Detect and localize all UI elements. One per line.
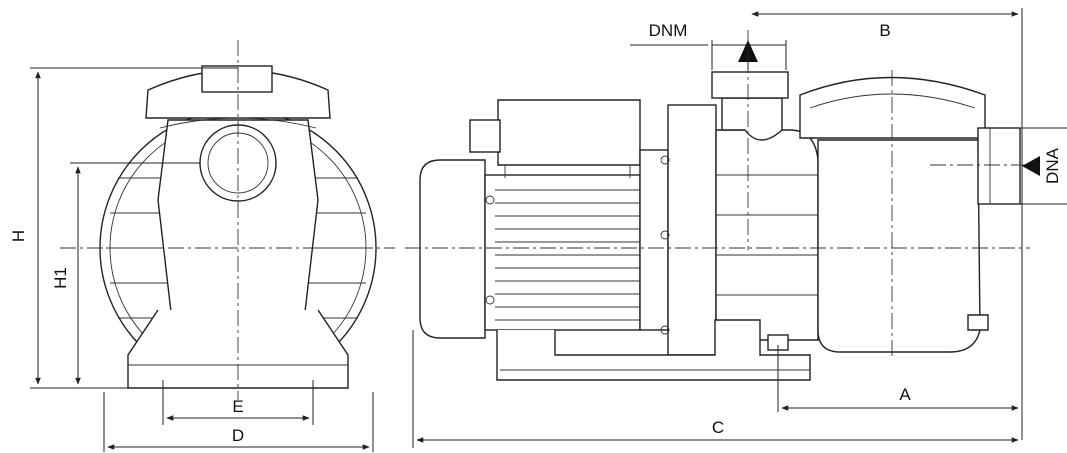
pump-base (496, 319, 811, 381)
label-dna: DNA (1043, 147, 1062, 184)
front-lid-handle (201, 65, 273, 93)
strainer-housing (817, 139, 981, 353)
drain-plug (967, 314, 989, 331)
label-a: A (899, 385, 911, 404)
pump-casing (715, 129, 819, 341)
strainer-lid (799, 76, 986, 139)
cable-gland (469, 119, 501, 153)
label-c: C (712, 418, 724, 437)
label-d: D (232, 426, 244, 445)
outlet-port (721, 97, 783, 141)
inlet-arrow (1022, 156, 1040, 176)
side-dimensions: DNM B DNA A C (412, 8, 1067, 448)
inlet-port (977, 127, 1021, 205)
motor-fins (495, 189, 640, 321)
front-view (60, 40, 395, 400)
label-h: H (9, 230, 28, 242)
label-h1: H1 (51, 267, 70, 289)
terminal-box (497, 99, 641, 166)
side-view (405, 30, 1030, 381)
label-e: E (232, 397, 243, 416)
label-b: B (879, 21, 890, 40)
outlet-union (711, 71, 789, 99)
front-dimensions: H H1 E D (9, 67, 374, 452)
motor-fan-cover (419, 159, 486, 339)
label-dnm: DNM (649, 21, 688, 40)
pump-flange (667, 104, 717, 356)
motor-body (484, 174, 641, 331)
